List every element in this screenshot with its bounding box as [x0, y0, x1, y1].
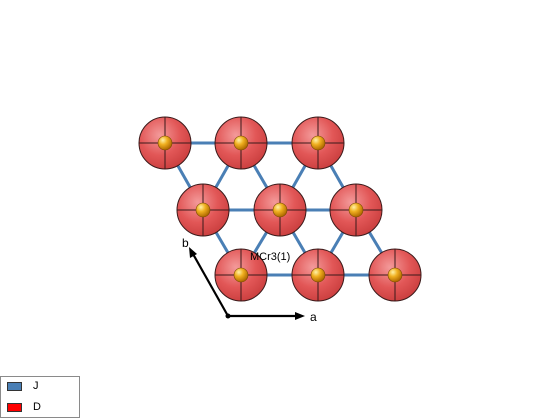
axis-a-label: a [310, 310, 317, 324]
atom-1 [233, 135, 249, 151]
atom-label: MCr3(1) [250, 251, 290, 263]
legend-swatch-d [7, 402, 22, 412]
legend: J D [0, 376, 80, 418]
legend-label-j: J [33, 380, 39, 392]
atom-3 [195, 202, 211, 218]
atoms [157, 135, 403, 283]
atom-8 [387, 267, 403, 283]
atom-0 [157, 135, 173, 151]
legend-item-j: J [7, 379, 39, 393]
legend-label-d: D [33, 401, 41, 413]
axes-triad: a b [182, 236, 317, 324]
atom-7 [310, 267, 326, 283]
atom-4 [272, 202, 288, 218]
atom-6 [233, 267, 249, 283]
atom-2 [310, 135, 326, 151]
legend-item-d: D [7, 400, 41, 414]
legend-swatch-j [7, 381, 22, 391]
axis-b-label: b [182, 236, 189, 250]
atom-5 [348, 202, 364, 218]
